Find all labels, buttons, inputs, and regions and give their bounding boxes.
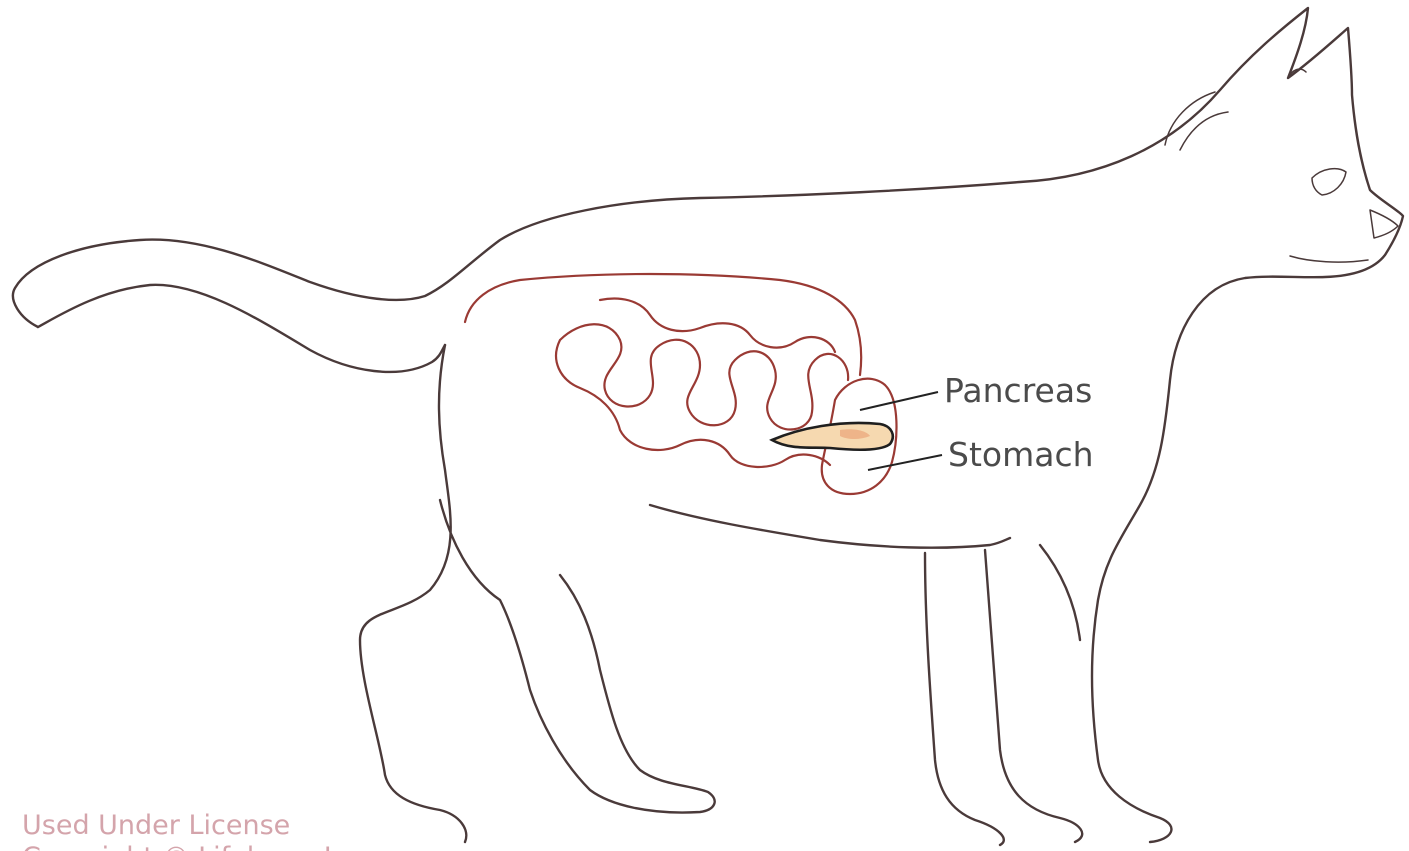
cat-outline bbox=[13, 8, 1403, 845]
cat-tail-underside bbox=[38, 285, 445, 372]
license-watermark-line2: Copyright © Lifelearn Inc. bbox=[22, 842, 372, 851]
cat-nose bbox=[1370, 210, 1398, 238]
cat-ear-inner bbox=[1165, 69, 1306, 150]
license-watermark-line1: Used Under License bbox=[22, 810, 290, 841]
pancreas-leader-line bbox=[860, 392, 938, 410]
stomach-leader-line bbox=[868, 455, 942, 470]
cat-eye bbox=[1312, 169, 1346, 195]
stomach-label: Stomach bbox=[948, 435, 1094, 474]
cat-front-legs bbox=[925, 545, 1082, 845]
pancreas-label: Pancreas bbox=[944, 371, 1092, 410]
cat-mouth bbox=[1290, 256, 1368, 262]
cat-hind-leg bbox=[360, 345, 715, 842]
large-intestine bbox=[465, 274, 861, 375]
pancreas-organ bbox=[772, 423, 893, 450]
cat-belly bbox=[650, 505, 1010, 548]
